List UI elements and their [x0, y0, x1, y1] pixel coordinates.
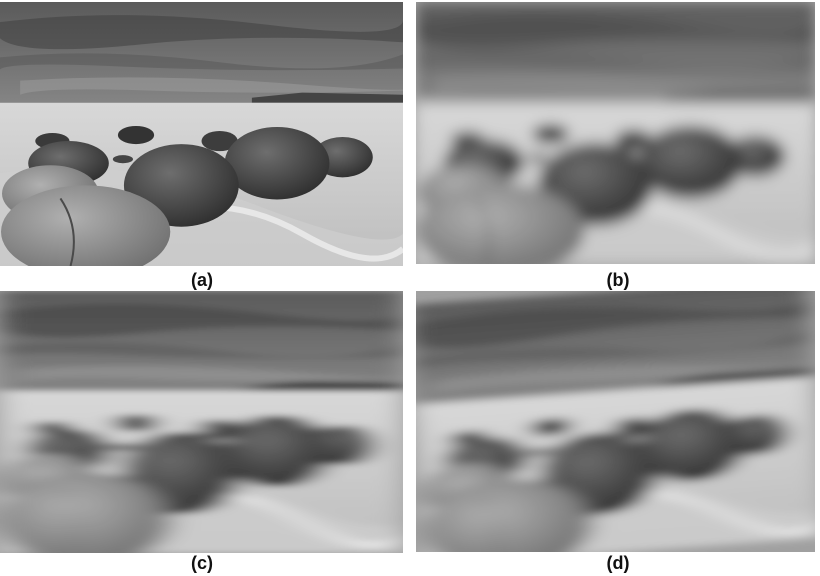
motion-blurred-photo-c	[0, 291, 403, 553]
panel-b-image	[416, 2, 815, 264]
gaussian-blurred-photo	[416, 2, 815, 264]
panel-a-image	[0, 2, 403, 266]
caption-d: (d)	[606, 553, 630, 573]
caption-b: (b)	[606, 270, 630, 290]
panel-c-image	[0, 291, 403, 553]
caption-a: (a)	[191, 270, 213, 290]
original-beach-boulders-photo	[0, 2, 403, 266]
panel-d-image	[416, 291, 815, 552]
motion-blurred-photo-d	[416, 291, 815, 552]
caption-c: (c)	[191, 553, 213, 573]
